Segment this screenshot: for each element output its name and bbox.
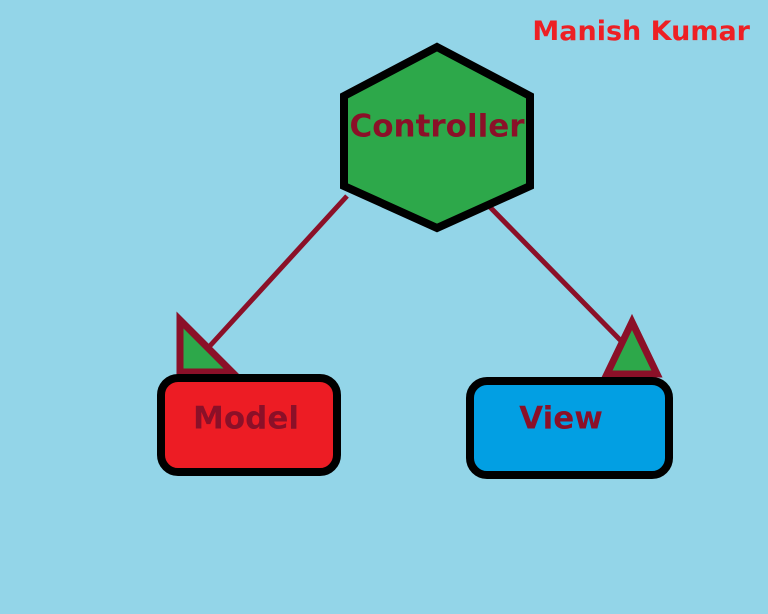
node-model-label: Model	[193, 401, 299, 437]
edge-controller-to-view-line	[484, 201, 629, 349]
edge-controller-to-model-arrowhead	[176, 311, 241, 376]
node-controller-label: Controller	[349, 109, 525, 145]
page-title: Manish Kumar	[532, 16, 750, 47]
node-view-label: View	[519, 401, 603, 437]
edge-controller-to-model-line	[206, 194, 349, 350]
node-view-shape[interactable]	[466, 377, 673, 479]
edge-controller-to-view-arrowhead	[601, 313, 663, 378]
node-controller-shape[interactable]	[340, 42, 534, 233]
node-model-shape[interactable]	[157, 374, 341, 476]
